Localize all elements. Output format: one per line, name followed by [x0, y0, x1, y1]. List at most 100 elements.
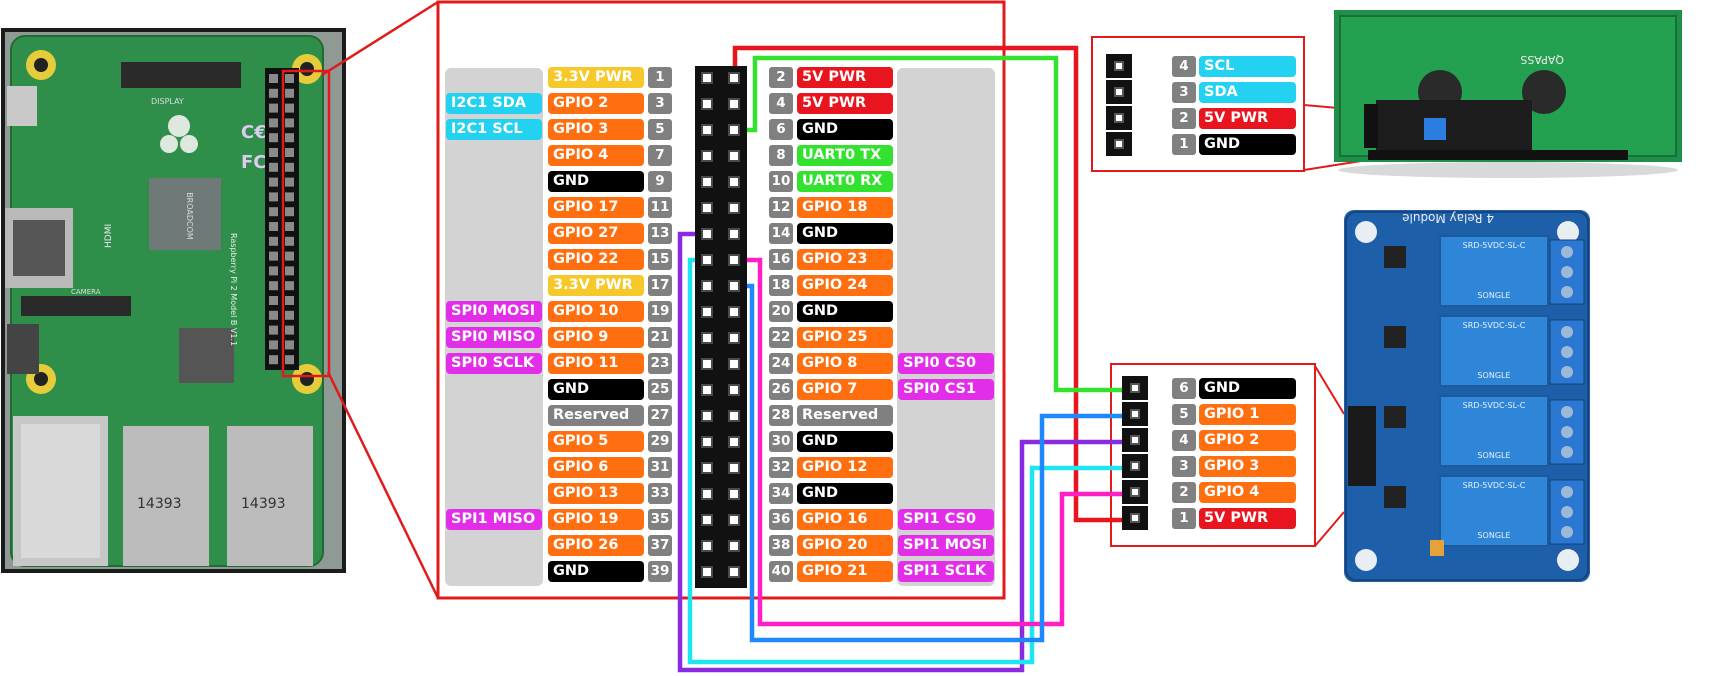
relay-text: SRD-5VDC-SL-C [1463, 241, 1526, 250]
header-pin [701, 280, 713, 292]
board-header-pin [269, 310, 278, 320]
pin-label-left: GPIO 9 [548, 327, 644, 348]
terminal-screw [1561, 426, 1573, 438]
usb-label-2: 14393 [241, 496, 286, 512]
board-header-pin [269, 133, 278, 143]
pin-label-right: UART0 TX [797, 145, 893, 166]
pin-label-right: 5V PWR [797, 93, 893, 114]
pin-number-right: 38 [769, 535, 793, 556]
pin-number-left: 37 [648, 535, 672, 556]
pin-label-right: UART0 RX [797, 171, 893, 192]
relay-pin-number: 3 [1172, 456, 1196, 477]
relay-block [1439, 235, 1549, 307]
header-pin [728, 72, 740, 84]
lcd-connector-pin [1106, 54, 1132, 78]
relay-text: SRD-5VDC-SL-C [1463, 321, 1526, 330]
pin-label-left: GPIO 4 [548, 145, 644, 166]
pin-label-left: GND [548, 379, 644, 400]
pin-number-right: 30 [769, 431, 793, 452]
pin-number-right: 12 [769, 197, 793, 218]
optocoupler [1384, 486, 1406, 508]
relay-connector-pin [1122, 376, 1148, 400]
header-pin [728, 332, 740, 344]
relay-connector-pin [1122, 428, 1148, 452]
pin-label-left: GPIO 6 [548, 457, 644, 478]
header-pin [701, 384, 713, 396]
board-header-pin [269, 296, 278, 305]
pin-label-left: 3.3V PWR [548, 67, 644, 88]
wire-5v-red [732, 45, 1136, 523]
pin-number-left: 3 [648, 93, 672, 114]
pin-label-left: GPIO 19 [548, 509, 644, 530]
board-header-pin [269, 148, 278, 157]
relay-text: SRD-5VDC-SL-C [1463, 481, 1526, 490]
header-pin [728, 566, 740, 578]
relay-block [1439, 315, 1549, 387]
pin-number-right: 20 [769, 301, 793, 322]
header-pin [728, 150, 740, 162]
relay-block [1439, 395, 1549, 467]
terminal-screw [1561, 486, 1573, 498]
pin-function-right: SPI0 CS0 [898, 353, 994, 374]
header-pin [701, 228, 713, 240]
lcd-pin-label: GND [1199, 134, 1296, 155]
header-pin [728, 254, 740, 266]
relay-brand: SONGLE [1477, 451, 1510, 460]
pin-label-left: GND [548, 561, 644, 582]
header-pin [701, 72, 713, 84]
lcd-pin-number: 4 [1172, 56, 1196, 77]
relay-pin-label: GND [1199, 378, 1296, 399]
pin-function-left: I2C1 SCL [446, 119, 542, 140]
relay-brand: SONGLE [1477, 291, 1510, 300]
pin-label-left: GPIO 22 [548, 249, 644, 270]
pin-number-left: 1 [648, 67, 672, 88]
board-header-pin [285, 296, 294, 305]
pin-function-left: SPI0 MISO [446, 327, 542, 348]
pin-label-right: GPIO 23 [797, 249, 893, 270]
header-pin [728, 228, 740, 240]
optocoupler [1384, 406, 1406, 428]
pin-label-left: GPIO 2 [548, 93, 644, 114]
pin-label-right: GPIO 8 [797, 353, 893, 374]
board-header-pin [269, 207, 278, 217]
pin-label-left: GPIO 10 [548, 301, 644, 322]
board-header-pin [285, 310, 294, 320]
board-header-pin [269, 74, 278, 83]
pin-label-left: Reserved [548, 405, 644, 426]
wire-blue [735, 283, 1136, 643]
pin-label-left: GPIO 5 [548, 431, 644, 452]
header-pin [728, 202, 740, 214]
header-pin [701, 410, 713, 422]
header-pin [701, 488, 713, 500]
terminal-screw [1561, 266, 1573, 278]
header-pin [728, 176, 740, 188]
board-header-pin [285, 266, 294, 276]
relay-brand: SONGLE [1477, 371, 1510, 380]
terminal-screw [1561, 326, 1573, 338]
header-pin [701, 566, 713, 578]
header-pin [728, 358, 740, 370]
header-pin [701, 254, 713, 266]
pin-number-left: 33 [648, 483, 672, 504]
pin-function-right: SPI1 SCLK [898, 561, 994, 582]
pin-number-left: 29 [648, 431, 672, 452]
pin-number-right: 2 [769, 67, 793, 88]
relay-module-title: 4 Relay Module [1402, 211, 1494, 225]
zoom-line-bottom [326, 371, 440, 599]
pin-number-right: 10 [769, 171, 793, 192]
board-header-pin [285, 325, 294, 335]
pin-function-right: SPI1 MOSI [898, 535, 994, 556]
terminal-screw [1561, 446, 1573, 458]
header-pin [701, 98, 713, 110]
pin-number-right: 18 [769, 275, 793, 296]
pin-function-right: SPI0 CS1 [898, 379, 994, 400]
header-pin [728, 436, 740, 448]
board-header-pin [285, 340, 294, 350]
pin-label-right: GPIO 24 [797, 275, 893, 296]
pin-number-left: 7 [648, 145, 672, 166]
relay-brand: SONGLE [1477, 531, 1510, 540]
board-header-pin [269, 251, 278, 261]
board-header-pin [285, 222, 294, 231]
pin-label-left: GPIO 27 [548, 223, 644, 244]
relay-connector-pin [1122, 402, 1148, 426]
